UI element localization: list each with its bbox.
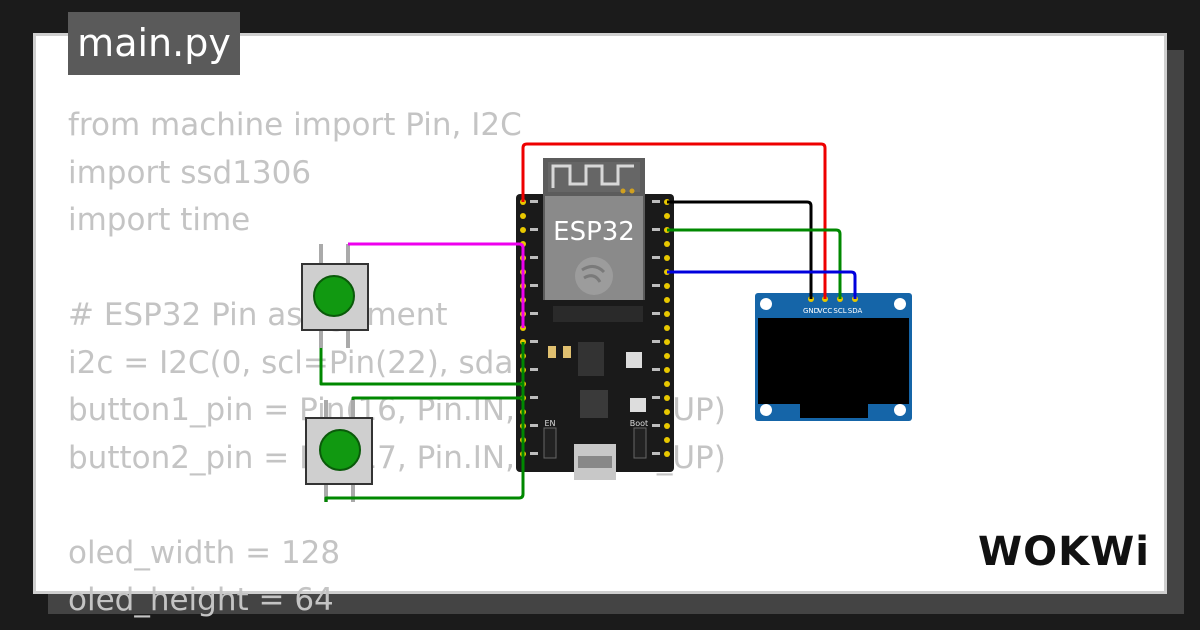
pin-label-ticks (530, 200, 660, 455)
code-line: oled_width = 128 (68, 534, 341, 571)
wokwi-logo[interactable]: WOKWi (978, 527, 1150, 577)
voltage-regulator (578, 342, 604, 376)
code-line: import time (68, 202, 251, 238)
oled-pin-vcc: VCC (818, 307, 833, 315)
wire-button1-green (319, 348, 523, 386)
usb-uart-chip (580, 390, 608, 418)
code-line: oled_height = 64 (68, 582, 334, 618)
en-label: EN (544, 419, 555, 428)
oled-display[interactable]: GND VCC SCL SDA (755, 293, 912, 421)
module-pad-row (553, 306, 643, 322)
boot-label: Boot (630, 419, 648, 428)
push-button-1[interactable] (301, 244, 369, 348)
wires (319, 142, 857, 502)
file-name-tab[interactable]: main.py (68, 12, 240, 75)
oled-pin-scl: SCL (833, 307, 846, 315)
wire-button2-green-bottom (324, 342, 525, 502)
oled-pin-sda: SDA (848, 307, 863, 315)
wire-scl-green (667, 228, 842, 299)
wire-button1-magenta (348, 242, 525, 328)
wire-button2-green-top (351, 396, 523, 400)
wokwi-logo-text: WOKWi (978, 529, 1150, 575)
push-button-2[interactable] (305, 400, 373, 502)
boot-button[interactable] (633, 427, 647, 459)
oled-pin-gnd: GND (803, 307, 819, 315)
code-line: import ssd1306 (68, 154, 312, 191)
wire-vcc-red (521, 142, 827, 299)
oled-screen (758, 318, 909, 404)
en-button[interactable] (543, 427, 557, 459)
wire-sda-blue (667, 270, 857, 299)
right-pin-header (664, 199, 670, 457)
antenna-trace (551, 164, 634, 188)
wire-gnd-black (667, 200, 813, 299)
esp32-board[interactable]: ESP32 EN Boot (516, 158, 674, 480)
esp32-label: ESP32 (553, 217, 635, 247)
code-line: from machine import Pin, I2C (68, 107, 522, 143)
